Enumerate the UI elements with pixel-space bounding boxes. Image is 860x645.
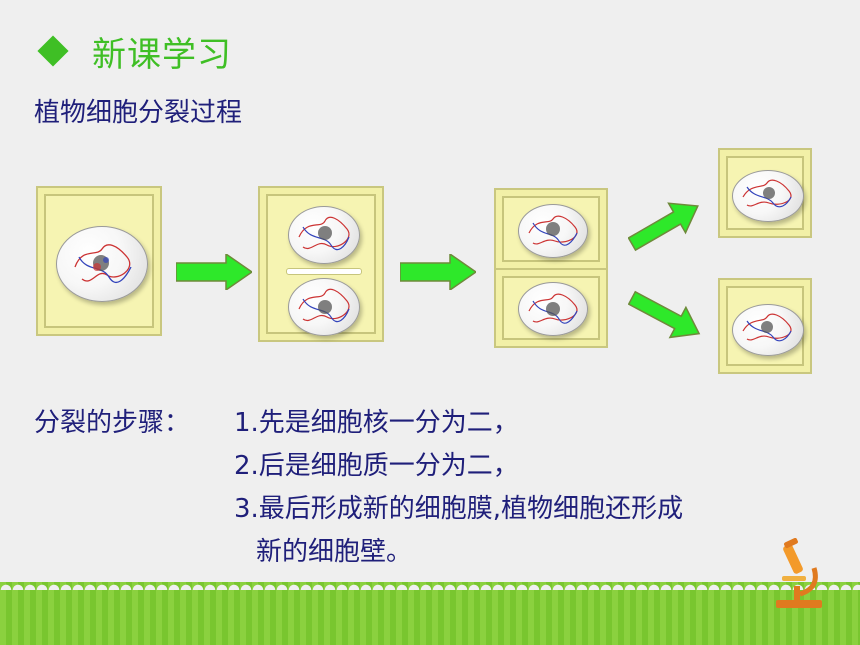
chromatin-icon: [298, 288, 350, 323]
step-row-2: 2.后是细胞质一分为二，: [34, 445, 683, 488]
chromatin-icon: [298, 216, 350, 251]
cell-stage-1: [36, 186, 162, 336]
daughter-cell-bottom: [718, 278, 812, 374]
nucleus: [518, 204, 588, 258]
chromatin-icon: [74, 244, 132, 283]
arrow-up-right-icon: [628, 202, 699, 252]
cell-plate: [286, 268, 362, 275]
chromatin-icon: [528, 293, 578, 324]
cell-stage-2: [258, 186, 384, 342]
nucleus-bottom: [288, 278, 360, 336]
arrow-right-icon: [400, 254, 476, 290]
daughter-cell-top: [718, 148, 812, 238]
step-3-line-2: 新的细胞壁。: [256, 537, 413, 567]
decorative-green-band: [0, 582, 860, 645]
chromatin-icon: [742, 179, 792, 208]
title-row: 新课学习: [36, 26, 232, 76]
nucleus: [732, 304, 804, 356]
steps-lead: 分裂的步骤：: [34, 408, 191, 438]
step-1: 1.先是细胞核一分为二，: [234, 408, 519, 438]
microscope-icon: [776, 538, 822, 608]
arrow-right-icon: [176, 254, 252, 290]
step-row-4: 新的细胞壁。: [34, 531, 683, 574]
step-3-line-1: 3.最后形成新的细胞膜,植物细胞还形成: [234, 494, 684, 524]
nucleus-top: [288, 206, 360, 264]
nucleus: [732, 170, 804, 222]
diamond-bullet-icon: [37, 35, 69, 67]
step-row-1: 分裂的步骤： 1.先是细胞核一分为二，: [34, 402, 683, 445]
slide-subtitle: 植物细胞分裂过程: [34, 98, 243, 128]
cell-stage-3-bottom: [494, 268, 608, 348]
step-2: 2.后是细胞质一分为二，: [234, 451, 519, 481]
arrow-down-right-icon: [628, 290, 701, 339]
cell-stage-3-top: [494, 188, 608, 270]
chromatin-icon: [742, 313, 792, 342]
nucleus: [518, 282, 588, 336]
nucleus: [56, 226, 148, 302]
division-steps: 分裂的步骤： 1.先是细胞核一分为二， 2.后是细胞质一分为二， 3.最后形成新的…: [34, 402, 683, 574]
slide-title: 新课学习: [92, 34, 232, 75]
chromatin-icon: [528, 215, 578, 246]
step-row-3: 3.最后形成新的细胞膜,植物细胞还形成: [34, 488, 683, 531]
